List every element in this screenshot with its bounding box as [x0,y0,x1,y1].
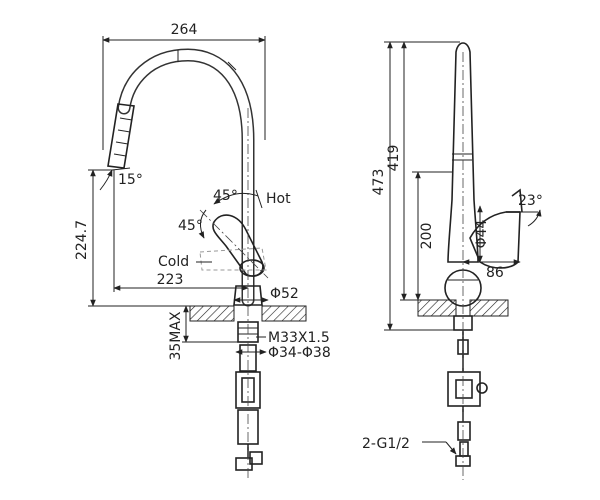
dim-height-224-7: 224.7 [74,169,190,307]
label-spray-angle: 15° [118,172,143,188]
dim-lever-depth-86: 86 [462,259,521,281]
front-spout [117,48,255,307]
label-total-height: 473 [371,169,387,196]
label-hole-diameter: Φ34-Φ38 [268,345,331,361]
spray-head [107,103,135,169]
dim-lever-200: 200 [412,171,452,301]
label-cold-angle: 45° [178,218,203,234]
label-lever-height: 200 [419,223,435,250]
front-deck-left [189,305,235,322]
dim-base-52: Φ52 [233,286,299,303]
side-deck-right [469,299,509,317]
front-deck-right [261,305,307,322]
front-lever [199,214,267,277]
label-reach-223: 223 [157,272,184,288]
label-cold: Cold [158,254,189,270]
label-base-diameter: Φ52 [270,286,299,302]
angle-cold-45: 45° Cold [158,209,212,270]
side-view: 473 419 200 Φ44 86 23° [362,41,543,480]
label-spout-height: 419 [386,145,402,172]
label-hose-connection: 2-G1/2 [362,436,410,452]
label-width-264: 264 [171,22,198,38]
angle-hot-45: 45° Hot [213,188,291,209]
dim-hole: Φ34-Φ38 [235,345,331,361]
dim-spout-419: 419 [386,41,418,301]
label-deck-thickness: 35MAX [168,311,184,360]
label-hot: Hot [266,191,291,207]
label-lever-angle: 23° [518,193,543,209]
front-view: 264 224.7 223 15° 45° Hot [74,22,331,480]
label-height-224-7: 224.7 [74,220,90,260]
label-thread: M33X1.5 [268,330,330,346]
dim-reach-223: 223 [113,170,249,292]
angle-lever-23: 23° [518,193,543,227]
side-deck-left [417,299,457,317]
dim-deck-35max: 35MAX [168,305,238,361]
dim-lever-diameter-44: Φ44 [474,205,490,263]
side-body [417,269,509,331]
side-spout [447,42,479,263]
label-lever-depth: 86 [486,265,504,281]
label-hot-angle: 45° [213,188,238,204]
side-hardware [447,330,488,467]
angle-spray-15: 15° [99,167,143,191]
dim-width-264: 264 [102,22,266,150]
front-hardware [235,344,263,471]
dim-thread: M33X1.5 [256,330,330,346]
dim-total-473: 473 [371,41,460,331]
dim-hose-connection: 2-G1/2 [362,436,457,455]
label-lever-diameter: Φ44 [474,219,490,248]
